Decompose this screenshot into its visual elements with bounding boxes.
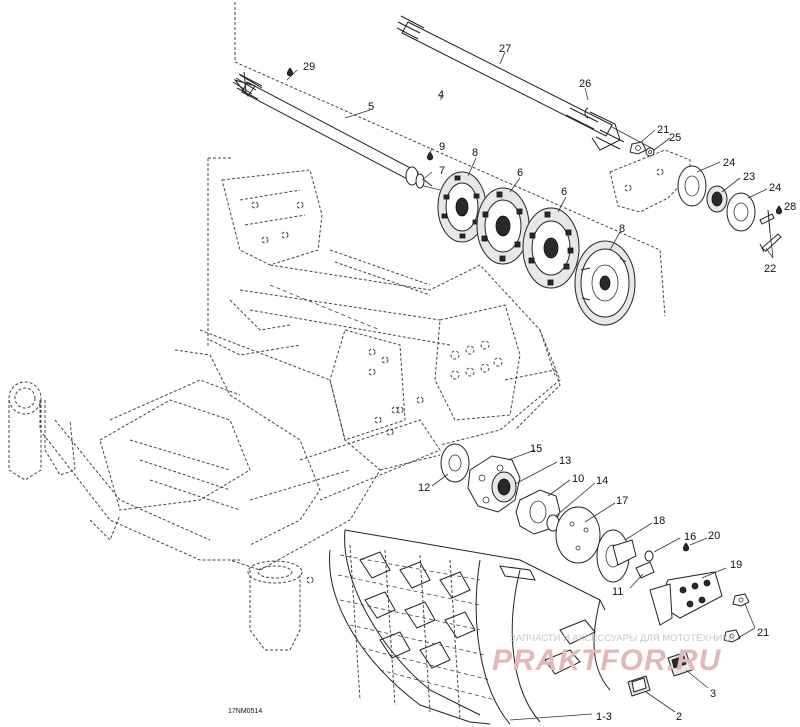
callout-27: 27 bbox=[499, 43, 511, 55]
nuts-part-21-bottom bbox=[723, 593, 750, 643]
drive-axle-part-27 bbox=[396, 15, 625, 151]
callout-1-3: 1-3 bbox=[596, 711, 612, 723]
callout-7: 7 bbox=[439, 165, 445, 177]
bracket-part-19 bbox=[649, 571, 723, 626]
callout-12: 12 bbox=[418, 482, 430, 494]
oil-drop-icon-29 bbox=[286, 67, 294, 77]
spring-part-11 bbox=[635, 561, 655, 579]
callout-21-top: 21 bbox=[657, 124, 669, 136]
track-part-1-3 bbox=[329, 529, 611, 725]
callout-8-left: 8 bbox=[472, 147, 478, 159]
oil-drop-icon-9 bbox=[426, 151, 434, 161]
drive-shaft-part-5 bbox=[232, 71, 433, 189]
callout-6-a: 6 bbox=[517, 167, 523, 179]
drawing-code: 17NM0514 bbox=[228, 708, 262, 715]
callout-20: 20 bbox=[708, 530, 720, 542]
callout-17: 17 bbox=[616, 495, 628, 507]
callout-29: 29 bbox=[303, 61, 315, 73]
flange-plate-part-12 bbox=[440, 443, 470, 483]
callout-24-b: 24 bbox=[769, 182, 781, 194]
bolts-part-22 bbox=[759, 209, 782, 253]
leader-lines bbox=[286, 51, 774, 721]
sprocket-part-6-a bbox=[476, 187, 530, 265]
callout-11: 11 bbox=[612, 586, 623, 598]
callout-24-a: 24 bbox=[723, 157, 735, 169]
sprocket-part-6-b bbox=[522, 207, 580, 289]
oil-drop-icon-28 bbox=[775, 205, 783, 215]
callout-14: 14 bbox=[596, 475, 608, 487]
bearing-flange-part-24-a bbox=[677, 165, 707, 207]
callout-5: 5 bbox=[368, 101, 374, 113]
washer-part-25 bbox=[645, 147, 655, 157]
callout-9: 9 bbox=[439, 141, 445, 153]
callout-22: 22 bbox=[764, 263, 776, 275]
callout-26: 26 bbox=[579, 78, 591, 90]
callout-28: 28 bbox=[784, 201, 796, 213]
wheel-part-8-right bbox=[574, 240, 636, 326]
callout-23: 23 bbox=[743, 171, 755, 183]
bearing-flange-part-24-b bbox=[726, 192, 756, 232]
oil-drop-icon-20 bbox=[682, 542, 690, 552]
washer-part-16 bbox=[644, 550, 654, 562]
callout-16: 16 bbox=[684, 531, 696, 543]
hub-part-18 bbox=[596, 529, 637, 583]
watermark: ЗАПЧАСТИ И АКСЕССУАРЫ ДЛЯ МОТОТЕХНИКИ PR… bbox=[492, 633, 735, 677]
watermark-caption: ЗАПЧАСТИ И АКСЕССУАРЫ ДЛЯ МОТОТЕХНИКИ bbox=[510, 633, 735, 644]
callout-21-bottom: 21 bbox=[757, 627, 769, 639]
bearing-part-23 bbox=[706, 185, 728, 213]
callout-15: 15 bbox=[530, 443, 542, 455]
callout-13: 13 bbox=[559, 455, 571, 467]
callout-19: 19 bbox=[730, 559, 742, 571]
callout-2: 2 bbox=[676, 711, 682, 723]
callout-8-right: 8 bbox=[619, 223, 625, 235]
watermark-brand: PRAKTFOR.RU bbox=[492, 644, 722, 677]
callout-25: 25 bbox=[669, 132, 681, 144]
bearing-part-13 bbox=[491, 471, 517, 503]
callout-numbers: 29 27 5 4 26 9 7 8 6 6 8 21 25 24 23 24 … bbox=[228, 43, 796, 723]
callout-10: 10 bbox=[572, 473, 584, 485]
callout-4: 4 bbox=[438, 89, 444, 101]
disc-part-17 bbox=[555, 506, 601, 564]
callout-6-b: 6 bbox=[561, 186, 567, 198]
callout-18: 18 bbox=[653, 515, 665, 527]
callout-3: 3 bbox=[710, 688, 716, 700]
clip-part-2 bbox=[627, 675, 651, 697]
frame-chassis bbox=[8, 2, 666, 651]
